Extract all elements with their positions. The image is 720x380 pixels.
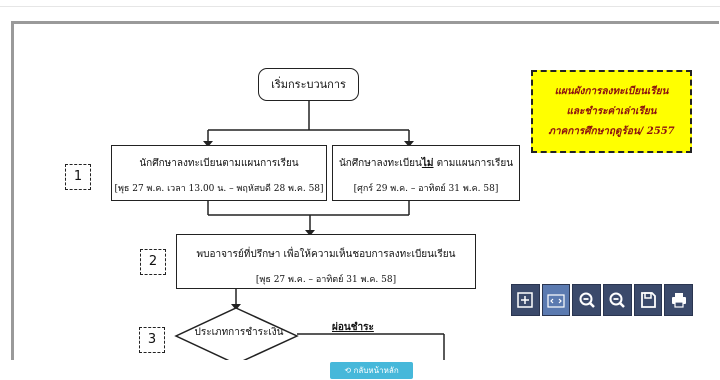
fit-width-button[interactable] <box>541 284 571 316</box>
title-part: ตามแผนการเรียน <box>433 158 514 169</box>
register-per-plan-date: [พุธ 27 พ.ค. เวลา 13.00 น. – พฤหัสบดี 28… <box>114 184 324 194</box>
document-viewer[interactable]: เริ่มกระบวนการ 1 นักศึกษาลงทะเบียนตามแผน… <box>11 21 719 363</box>
advisor-approval-title: พบอาจารย์ที่ปรึกษา เพื่อให้ความเห็นชอบกา… <box>196 249 456 260</box>
home-icon: ⟲ <box>344 366 354 375</box>
flowchart-connectors <box>174 101 445 363</box>
arrowhead <box>203 141 213 147</box>
save-button[interactable] <box>633 284 663 316</box>
arrowhead <box>231 304 241 310</box>
register-not-per-plan-date: [ศุกร์ 29 พ.ค. – อาทิตย์ 31 พ.ค. 58] <box>353 184 499 194</box>
fit-width-icon <box>547 294 565 308</box>
fit-page-button[interactable] <box>511 284 540 316</box>
installment-branch-label: ผ่อนชำระ <box>332 322 374 333</box>
save-icon <box>641 292 656 308</box>
step-number-1: 1 <box>65 164 91 190</box>
step-number-2: 2 <box>140 249 166 275</box>
back-to-home-button[interactable]: ⟲ กลับหน้าหลัก <box>330 362 413 379</box>
payment-type-label: ประเภทการชำระเงิน <box>194 327 284 338</box>
start-label: เริ่มกระบวนการ <box>271 78 346 91</box>
title-emphasis: ไม่ <box>421 158 434 169</box>
advisor-approval-date: [พุธ 27 พ.ค. – อาทิตย์ 31 พ.ค. 58] <box>255 275 397 285</box>
back-to-home-label: กลับหน้าหลัก <box>353 366 399 375</box>
flowchart-page: เริ่มกระบวนการ 1 นักศึกษาลงทะเบียนตามแผน… <box>14 24 719 363</box>
notice-line: แผนผังการลงทะเบียนเรียน <box>554 86 669 97</box>
arrowhead <box>305 230 315 236</box>
zoom-in-button[interactable] <box>603 284 632 316</box>
viewer-toolbar <box>511 284 694 318</box>
notice-line: และชำระค่าเล่าเรียน <box>566 106 657 117</box>
register-not-per-plan-box: นักศึกษาลงทะเบียนไม่ ตามแผนการเรียน [ศุก… <box>332 145 520 201</box>
zoom-out-icon <box>579 292 595 308</box>
zoom-in-icon <box>609 292 626 308</box>
title-part: นักศึกษาลงทะเบียน <box>338 158 422 169</box>
zoom-out-button[interactable] <box>572 284 602 316</box>
arrowhead <box>404 141 414 147</box>
decision-diamond <box>174 307 299 363</box>
register-per-plan-title: นักศึกษาลงทะเบียนตามแผนการเรียน <box>139 158 299 169</box>
notice-line: ภาคการศึกษาฤดูร้อน/ 2557 <box>548 126 675 137</box>
top-divider <box>0 6 720 7</box>
notice-banner: แผนผังการลงทะเบียนเรียน และชำระค่าเล่าเร… <box>531 70 692 153</box>
start-node: เริ่มกระบวนการ <box>258 68 359 101</box>
print-button[interactable] <box>664 284 694 316</box>
register-per-plan-box: นักศึกษาลงทะเบียนตามแผนการเรียน [พุธ 27 … <box>111 145 327 201</box>
advisor-approval-box: พบอาจารย์ที่ปรึกษา เพื่อให้ความเห็นชอบกา… <box>176 234 476 289</box>
print-icon <box>671 293 686 308</box>
register-not-per-plan-title: นักศึกษาลงทะเบียนไม่ ตามแผนการเรียน <box>333 156 519 171</box>
step-number-3: 3 <box>139 327 165 353</box>
fit-page-icon <box>517 292 534 308</box>
